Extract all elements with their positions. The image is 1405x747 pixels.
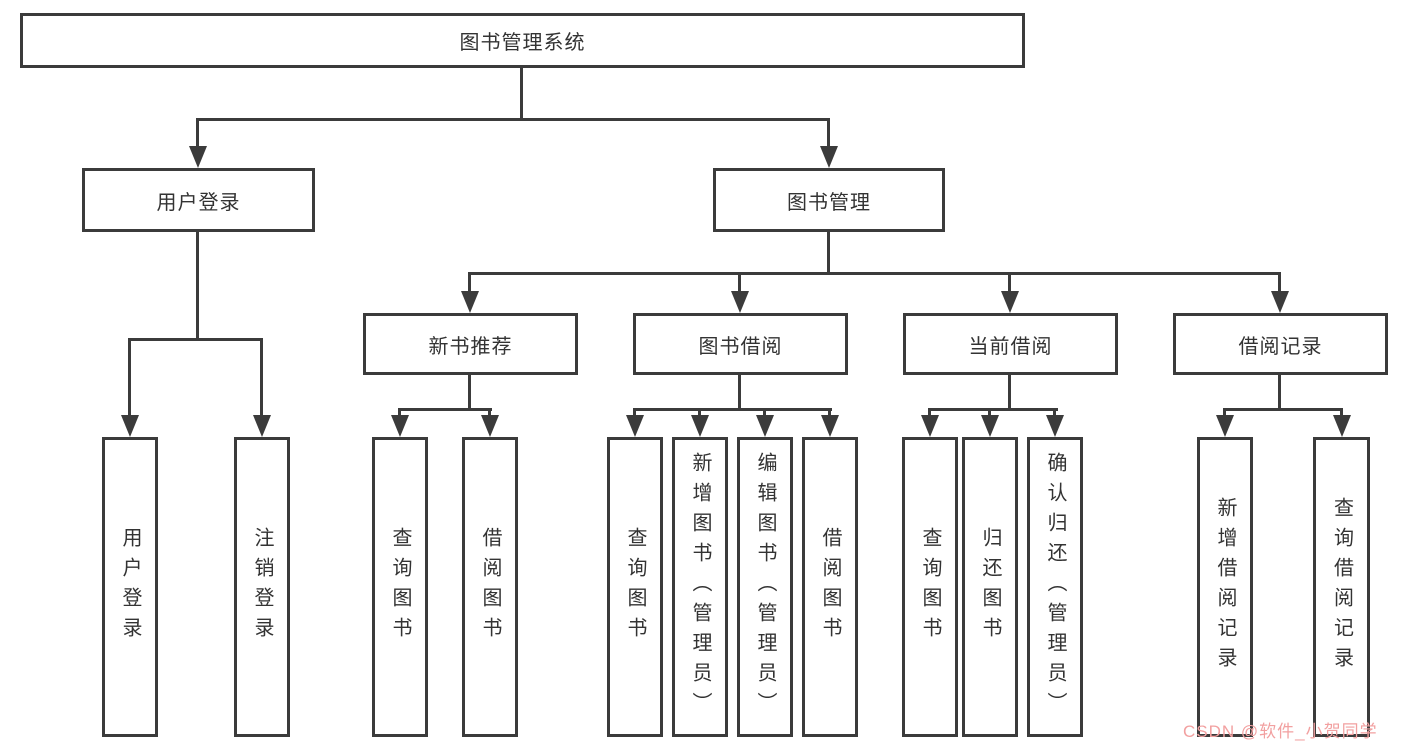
node-user-login: 用户登录 — [82, 168, 315, 232]
leaf-logout: 注销登录 — [234, 437, 290, 737]
arrow-down-icon — [756, 415, 774, 437]
connector-line — [1278, 272, 1281, 296]
node-borrow-records-label: 借阅记录 — [1238, 335, 1323, 358]
arrow-down-icon — [253, 415, 271, 437]
connector-line — [468, 272, 471, 296]
arrow-down-icon — [821, 415, 839, 437]
leaf-query-books-recommend-label: 查询图书 — [389, 527, 411, 647]
leaf-add-borrow-record-label: 新增借阅记录 — [1214, 497, 1236, 677]
arrow-down-icon — [731, 291, 749, 313]
leaf-borrow-books-recommend-label: 借阅图书 — [479, 527, 501, 647]
connector-line — [196, 232, 199, 341]
leaf-query-books-current: 查询图书 — [902, 437, 958, 737]
leaf-edit-books-admin: 编辑图书（管理员） — [737, 437, 793, 737]
leaf-query-books-borrow: 查询图书 — [607, 437, 663, 737]
connector-line — [827, 118, 830, 152]
connector-line — [468, 375, 471, 411]
node-book-borrow-label: 图书借阅 — [698, 335, 783, 358]
connector-line — [196, 118, 199, 152]
arrow-down-icon — [981, 415, 999, 437]
arrow-down-icon — [1333, 415, 1351, 437]
arrow-down-icon — [1046, 415, 1064, 437]
connector-line — [738, 272, 741, 296]
arrow-down-icon — [626, 415, 644, 437]
connector-line — [260, 338, 263, 420]
connector-line — [738, 375, 741, 411]
leaf-borrow-books-borrow: 借阅图书 — [802, 437, 858, 737]
arrow-down-icon — [121, 415, 139, 437]
arrow-down-icon — [820, 146, 838, 168]
node-borrow-records: 借阅记录 — [1173, 313, 1388, 375]
leaf-user-login: 用户登录 — [102, 437, 158, 737]
arrow-down-icon — [691, 415, 709, 437]
arrow-down-icon — [1216, 415, 1234, 437]
leaf-borrow-books-borrow-label: 借阅图书 — [819, 527, 841, 647]
node-new-book-recommend: 新书推荐 — [363, 313, 578, 375]
leaf-query-borrow-record-label: 查询借阅记录 — [1330, 497, 1353, 677]
connector-line — [1278, 375, 1281, 411]
connector-line — [633, 408, 832, 411]
arrow-down-icon — [461, 291, 479, 313]
leaf-query-books-current-label: 查询图书 — [919, 527, 941, 647]
connector-line — [1008, 375, 1011, 411]
leaf-add-borrow-record: 新增借阅记录 — [1197, 437, 1253, 737]
connector-line — [1008, 272, 1011, 296]
node-user-login-label: 用户登录 — [156, 191, 241, 214]
leaf-logout-label: 注销登录 — [251, 527, 273, 647]
node-current-borrow-label: 当前借阅 — [968, 335, 1053, 358]
leaf-add-books-admin: 新增图书（管理员） — [672, 437, 728, 737]
leaf-return-books-label: 归还图书 — [979, 527, 1001, 647]
leaf-confirm-return-admin: 确认归还（管理员） — [1027, 437, 1083, 737]
leaf-query-books-borrow-label: 查询图书 — [624, 527, 646, 647]
connector-line — [128, 338, 131, 420]
leaf-add-books-admin-label: 新增图书（管理员） — [689, 452, 711, 722]
connector-line — [196, 118, 830, 121]
watermark: CSDN @软件_小贺同学 — [1183, 722, 1378, 741]
arrow-down-icon — [189, 146, 207, 168]
connector-line — [1223, 408, 1343, 411]
node-root-label: 图书管理系统 — [459, 32, 586, 54]
leaf-query-books-recommend: 查询图书 — [372, 437, 428, 737]
node-book-management-label: 图书管理 — [787, 191, 871, 214]
leaf-borrow-books-recommend: 借阅图书 — [462, 437, 518, 737]
connector-line — [128, 338, 263, 341]
node-new-book-recommend-label: 新书推荐 — [428, 335, 513, 358]
leaf-query-borrow-record: 查询借阅记录 — [1313, 437, 1370, 737]
node-book-management: 图书管理 — [713, 168, 945, 232]
connector-line — [928, 408, 1058, 411]
leaf-confirm-return-admin-label: 确认归还（管理员） — [1044, 452, 1066, 722]
connector-line — [468, 272, 1281, 275]
leaf-return-books: 归还图书 — [962, 437, 1018, 737]
connector-line — [827, 232, 830, 275]
node-book-borrow: 图书借阅 — [633, 313, 848, 375]
arrow-down-icon — [1271, 291, 1289, 313]
arrow-down-icon — [921, 415, 939, 437]
arrow-down-icon — [481, 415, 499, 437]
arrow-down-icon — [1001, 291, 1019, 313]
node-current-borrow: 当前借阅 — [903, 313, 1118, 375]
arrow-down-icon — [391, 415, 409, 437]
leaf-edit-books-admin-label: 编辑图书（管理员） — [754, 452, 776, 722]
connector-line — [520, 68, 523, 121]
connector-line — [398, 408, 492, 411]
node-root: 图书管理系统 — [20, 13, 1025, 68]
leaf-user-login-label: 用户登录 — [119, 527, 141, 647]
